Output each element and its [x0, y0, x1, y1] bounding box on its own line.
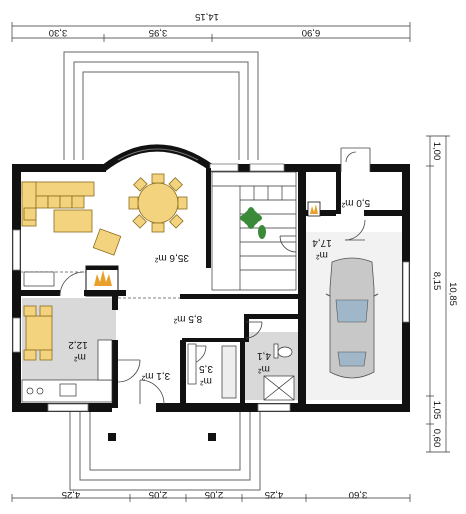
dim-bottom-3: 2,05 — [205, 489, 224, 500]
windows — [12, 163, 410, 412]
label-garage-value: 17,4 — [312, 237, 332, 248]
kitchen-counter — [21, 339, 113, 403]
wc-fixtures — [187, 343, 237, 399]
dim-right-total: 10,85 — [447, 282, 458, 306]
dim-top-3: 6,90 — [302, 27, 321, 38]
dim-bottom-1: 4,25 — [62, 489, 81, 500]
label-vestibule: 3,1 m² — [141, 370, 170, 381]
label-bath-value: 4,1 — [257, 350, 271, 361]
sofa — [21, 181, 95, 227]
front-porch — [69, 412, 261, 491]
label-kitchen-unit: m² — [74, 351, 86, 362]
dim-top-2: 3,95 — [149, 27, 168, 38]
armchair — [92, 228, 122, 256]
dining-set — [128, 173, 188, 233]
label-garage-unit: m² — [316, 249, 328, 260]
fire-icon — [94, 270, 112, 286]
kitchen-table — [23, 305, 53, 361]
coffee-table — [53, 209, 93, 233]
dim-right-1: 1,00 — [431, 142, 442, 161]
bay-window-wall — [101, 144, 215, 171]
dim-bottom-2: 2,05 — [149, 489, 168, 500]
dim-bottom-4: 4,25 — [265, 489, 284, 500]
room-labels: 35,6 m² 8,5 m² 12,2 m² 3,1 m² 3,5 m² 4,1… — [68, 197, 370, 386]
boiler-icon — [307, 201, 321, 217]
porch-column-right — [208, 433, 216, 441]
bath-fixtures — [263, 343, 295, 401]
label-boiler: 5,0 m² — [341, 197, 370, 208]
plant-icon — [240, 207, 266, 239]
dim-top-total: 14,15 — [195, 11, 219, 22]
car — [325, 257, 379, 379]
dim-bottom-5: 3,60 — [349, 489, 368, 500]
porch-column-left — [108, 433, 116, 441]
dim-right-2: 8,15 — [431, 272, 442, 291]
dimension-lines — [11, 22, 450, 502]
dim-right-4: 0,60 — [431, 429, 442, 448]
rear-terrace — [63, 51, 259, 160]
dim-right-3: 1,05 — [431, 401, 442, 420]
side-cabinet — [23, 271, 55, 287]
bay-window-glass — [117, 148, 199, 161]
label-hall: 8,5 m² — [173, 313, 202, 324]
label-wc-value: 3,5 — [199, 363, 213, 374]
label-living: 35,6 m² — [154, 252, 189, 263]
label-kitchen-value: 12,2 — [68, 339, 88, 350]
staircase — [211, 171, 297, 291]
dimension-labels: 14,15 3,30 3,95 6,90 4,25 2,05 2,05 4,25… — [49, 11, 458, 500]
dim-top-1: 3,30 — [49, 27, 68, 38]
label-bath-unit: m² — [258, 363, 270, 374]
label-wc-unit: m² — [200, 375, 212, 386]
